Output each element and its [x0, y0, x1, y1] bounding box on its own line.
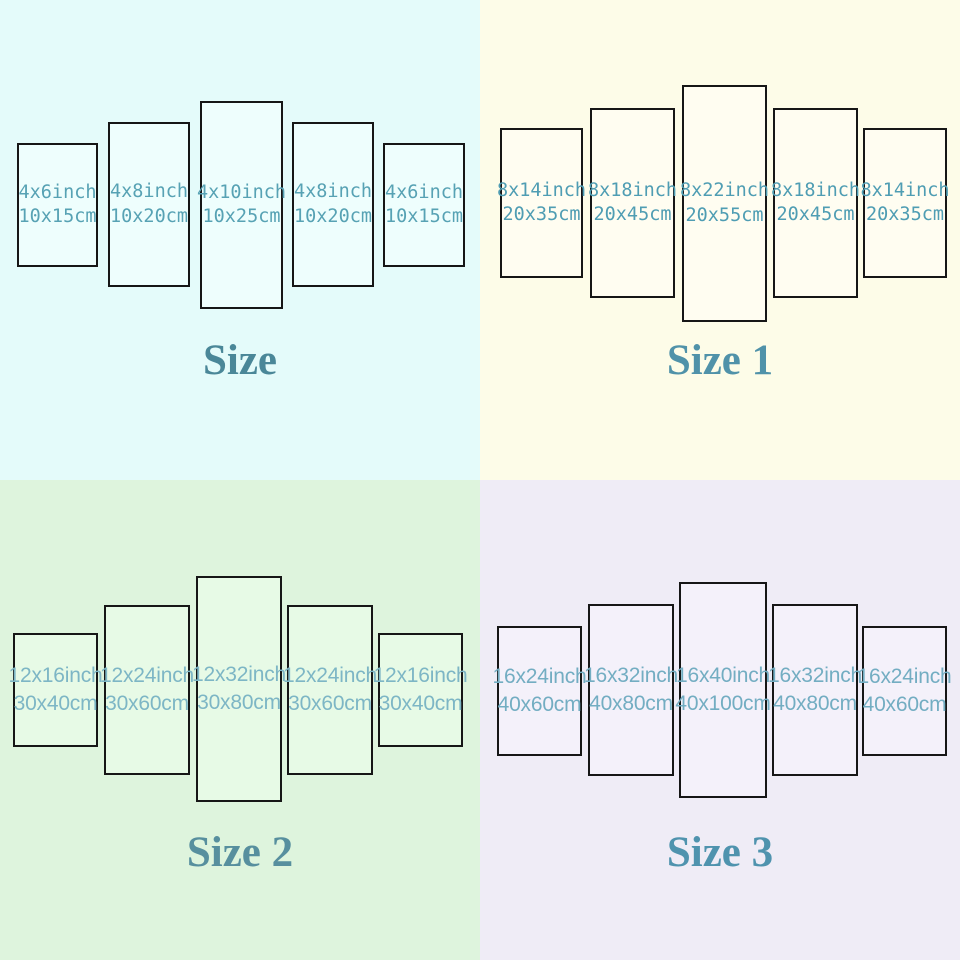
panel-cm-label: 10x20cm [294, 205, 372, 227]
panel-inch-label: 12x16inch [373, 664, 468, 688]
panel-cm-label: 10x15cm [385, 206, 463, 227]
panel-cm-label: 20x45cm [776, 204, 855, 225]
panel-inch-label: 16x40inch [676, 664, 770, 688]
panel-cm-label: 30x80cm [197, 691, 281, 714]
panel-inch-label: 16x32inch [768, 664, 862, 688]
panel-cm-label: 40x60cm [497, 693, 582, 716]
panel-cm-label: 10x15cm [18, 206, 97, 227]
panel-inch-label: 8x18inch [587, 179, 678, 201]
panel-inch-label: 4x6inch [385, 181, 463, 203]
panel-rect: 12x16inch 30x40cm [374, 633, 468, 747]
panel-rect: 4x6inch 10x15cm [17, 143, 98, 267]
panel-inch-label: 4x10inch [196, 181, 287, 203]
panel-cm-label: 20x55cm [685, 204, 764, 226]
panel-rect: 8x14inch 20x35cm [860, 128, 950, 278]
panel-cm-label: 40x80cm [589, 692, 673, 715]
panel-cm-label: 20x45cm [593, 204, 672, 225]
panel-cm-label: 40x60cm [862, 693, 947, 716]
section-title: Size 2 [186, 829, 294, 876]
panel-cm-label: 20x35cm [866, 204, 944, 225]
panel-inch-label: 8x14inch [496, 179, 587, 201]
panel-inch-label: 16x24inch [857, 665, 952, 689]
panel-rect: 12x24inch 30x60cm [283, 605, 377, 775]
panel-rect: 16x40inch 40x100cm [675, 582, 771, 798]
panel-cm-label: 30x60cm [105, 692, 189, 715]
panel-inch-label: 4x8inch [110, 181, 188, 203]
panel-cm-label: 40x100cm [675, 692, 771, 715]
panel-cm-label: 40x80cm [773, 692, 857, 715]
panel-inch-label: 12x16inch [8, 664, 103, 688]
panel-rect: 16x24inch 40x60cm [858, 626, 952, 756]
panel-cm-label: 10x20cm [110, 205, 188, 227]
panel-inch-label: 8x22inch [679, 180, 770, 202]
panel-inch-label: 4x8inch [294, 181, 372, 203]
panel-rect: 16x32inch 40x80cm [584, 604, 678, 776]
panel-cm-label: 20x35cm [502, 204, 581, 225]
panel-rect: 12x16inch 30x40cm [9, 633, 103, 747]
panel-cm-label: 30x60cm [288, 692, 372, 715]
panel-cm-label: 30x40cm [378, 692, 463, 715]
panel-rect: 8x14inch 20x35cm [496, 128, 587, 278]
panel-rect: 8x18inch 20x45cm [587, 108, 678, 298]
panel-inch-label: 12x32inch [192, 663, 286, 687]
panel-rect: 16x24inch 40x60cm [493, 626, 587, 756]
panel-rect: 8x18inch 20x45cm [770, 108, 861, 298]
panel-rect: 12x24inch 30x60cm [100, 605, 194, 775]
panel-inch-label: 16x24inch [492, 665, 587, 689]
panel-inch-label: 4x6inch [18, 181, 97, 203]
panel-cm-label: 30x40cm [13, 692, 98, 715]
panel-rect: 4x6inch 10x15cm [383, 143, 465, 267]
section-title: Size 3 [666, 829, 774, 876]
section-title: Size [202, 337, 278, 384]
panel-inch-label: 12x24inch [283, 664, 377, 688]
panel-rect: 12x32inch 30x80cm [192, 576, 286, 802]
panel-inch-label: 8x14inch [860, 179, 950, 201]
panel-inch-label: 8x18inch [770, 179, 861, 201]
section-title: Size 1 [666, 337, 774, 384]
panel-rect: 4x10inch 10x25cm [196, 101, 287, 309]
panel-inch-label: 16x32inch [584, 664, 678, 688]
panel-inch-label: 12x24inch [100, 664, 194, 688]
panel-rect: 16x32inch 40x80cm [768, 604, 862, 776]
panel-cm-label: 10x25cm [202, 206, 281, 227]
